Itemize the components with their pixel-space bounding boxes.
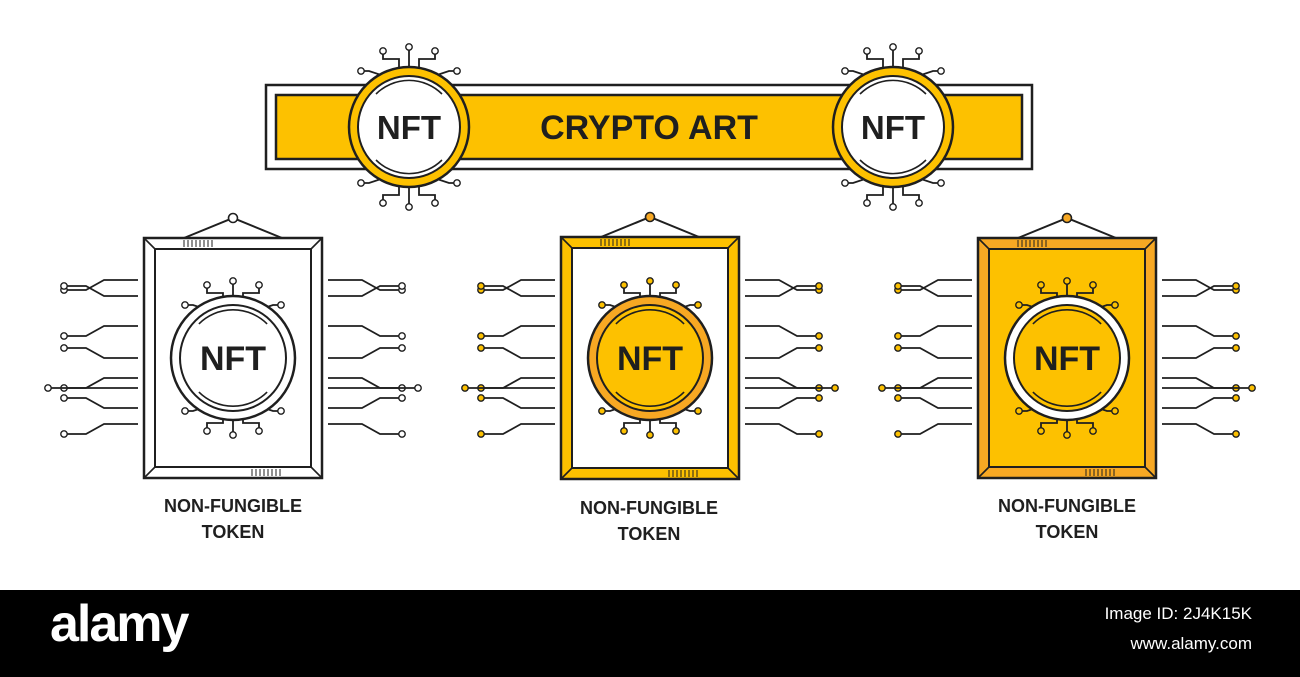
banner-title: CRYPTO ART <box>540 109 758 147</box>
nft-frame-outline: NFT <box>44 212 422 480</box>
frame-3-caption-line1: NON-FUNGIBLE <box>998 496 1136 516</box>
nft-illustration: CRYPTO ART NFT NFT NFT NFT NFT NON-FUNGI… <box>44 43 1256 544</box>
banner-left-nft-coin: NFT <box>347 43 471 211</box>
nft-badge-label: NFT <box>200 340 266 378</box>
frame-1-caption-line2: TOKEN <box>202 522 265 542</box>
banner-right-nft-coin: NFT <box>831 43 955 211</box>
stock-url: www.alamy.com <box>1130 634 1252 653</box>
alamy-logo: alamy <box>50 595 189 653</box>
nft-badge-label: NFT <box>861 109 925 146</box>
nft-badge-label: NFT <box>1034 340 1100 378</box>
frame-3-caption-line2: TOKEN <box>1036 522 1099 542</box>
frame-2-caption-line1: NON-FUNGIBLE <box>580 498 718 518</box>
frame-2-caption-line2: TOKEN <box>618 524 681 544</box>
nft-badge-label: NFT <box>377 109 441 146</box>
crypto-art-banner: CRYPTO ART NFT NFT <box>264 43 1034 211</box>
nft-badge-label: NFT <box>617 340 683 378</box>
nft-frame-gold-coin: NFT <box>461 211 839 481</box>
frame-1-caption-line1: NON-FUNGIBLE <box>164 496 302 516</box>
image-id: Image ID: 2J4K15K <box>1104 604 1252 623</box>
nft-frame-gold-filled: NFT <box>878 212 1256 480</box>
stock-footer: alamy Image ID: 2J4K15K www.alamy.com <box>0 590 1300 677</box>
